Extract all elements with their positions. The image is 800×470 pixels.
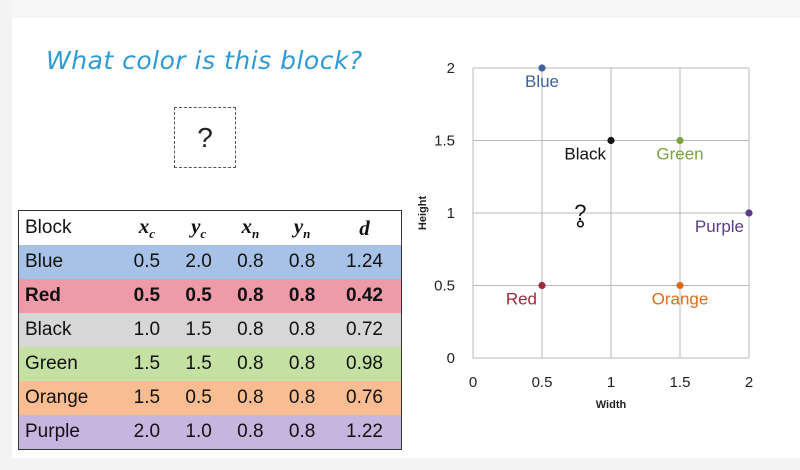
x-tick-label: 2	[745, 374, 753, 391]
cell-block: Green	[25, 353, 78, 374]
cell-yc: 1.5	[185, 353, 212, 374]
data-label-purple: Purple	[695, 217, 744, 236]
slide-edge-bottom	[0, 458, 800, 470]
cell-yn: 0.8	[288, 421, 316, 442]
cell-d: 0.76	[346, 387, 383, 408]
cell-xc: 2.0	[133, 421, 161, 442]
column-header-xc: xc	[138, 213, 156, 242]
data-point-purple	[745, 209, 753, 217]
cell-xn: 0.8	[237, 387, 264, 408]
cell-yn: 0.8	[288, 285, 316, 306]
table-row-orange: Orange 1.5 0.5 0.8 0.8 0.76	[18, 381, 402, 415]
question-title: What color is this block?	[46, 46, 363, 75]
data-label-red: Red	[506, 290, 537, 309]
cell-block: Purple	[25, 421, 80, 442]
x-axis-label: Width	[596, 399, 627, 411]
data-label-green: Green	[656, 145, 703, 164]
x-tick-label: 0.5	[532, 374, 553, 391]
cell-block: Blue	[25, 251, 64, 272]
cell-yn: 0.8	[288, 319, 316, 340]
cell-d: 0.98	[346, 353, 383, 374]
query-point	[576, 220, 584, 228]
cell-d: 1.22	[346, 421, 383, 442]
y-tick-label: 1	[447, 205, 455, 222]
cell-yc: 1.0	[185, 421, 212, 442]
y-tick-label: 2	[447, 60, 455, 77]
mystery-block: ?	[174, 107, 236, 168]
slide-edge-left	[0, 0, 12, 470]
cell-d: 1.24	[346, 251, 383, 272]
cell-xc: 1.0	[133, 319, 161, 340]
table-row-purple: Purple 2.0 1.0 0.8 0.8 1.22	[18, 415, 402, 450]
table-row-green: Green 1.5 1.5 0.8 0.8 0.98	[18, 347, 402, 381]
table-header-row: Block xc yc xn yn d	[19, 211, 402, 246]
cell-d: 0.42	[346, 285, 383, 306]
cell-xn: 0.8	[237, 285, 264, 306]
table-row-red: Red 0.5 0.5 0.8 0.8 0.42	[18, 279, 402, 313]
cell-yn: 0.8	[288, 353, 316, 374]
column-header-d: d	[359, 215, 370, 240]
table-row-blue: Blue 0.5 2.0 0.8 0.8 1.24	[18, 245, 402, 279]
column-header-xn: xn	[241, 213, 260, 242]
data-label-black: Black	[564, 145, 606, 164]
cell-yn: 0.8	[288, 251, 316, 272]
cell-yc: 0.5	[185, 387, 212, 408]
cell-yc: 1.5	[185, 319, 212, 340]
cell-d: 0.72	[346, 319, 383, 340]
cell-yn: 0.8	[288, 387, 316, 408]
data-point-green	[676, 136, 684, 145]
data-point-black	[607, 136, 615, 145]
y-axis-label: Height	[417, 196, 429, 231]
cell-xn: 0.8	[237, 251, 264, 272]
data-label-orange: Orange	[652, 290, 709, 309]
cell-xc: 1.5	[133, 353, 161, 374]
cell-block: Red	[25, 285, 61, 306]
slide-edge-top	[0, 0, 800, 18]
cell-xn: 0.8	[237, 319, 264, 340]
column-header-yn: yn	[293, 213, 311, 242]
cell-yc: 2.0	[185, 251, 212, 272]
column-header-block: Block	[25, 217, 72, 238]
data-point-blue	[538, 64, 546, 72]
query-point-label: ?	[574, 200, 586, 225]
cell-block: Black	[25, 319, 72, 340]
table-row-black: Black 1.0 1.5 0.8 0.8 0.72	[18, 313, 402, 347]
data-label-blue: Blue	[525, 72, 559, 91]
x-tick-label: 1.5	[670, 374, 691, 391]
cell-xc: 0.5	[133, 251, 161, 272]
cell-xn: 0.8	[237, 353, 264, 374]
data-point-orange	[676, 281, 684, 290]
cell-xc: 1.5	[133, 387, 161, 408]
cell-xc: 0.5	[133, 285, 161, 306]
y-tick-label: 0	[447, 350, 455, 367]
cell-xn: 0.8	[237, 421, 264, 442]
x-tick-label: 1	[607, 374, 615, 391]
cell-block: Orange	[25, 387, 89, 408]
column-header-yc: yc	[191, 213, 207, 242]
y-tick-label: 0.5	[434, 278, 455, 295]
y-tick-label: 1.5	[434, 133, 455, 150]
cell-yc: 0.5	[185, 285, 212, 306]
x-tick-label: 0	[469, 374, 477, 391]
mystery-block-label: ?	[197, 121, 213, 153]
data-point-red	[538, 281, 546, 290]
